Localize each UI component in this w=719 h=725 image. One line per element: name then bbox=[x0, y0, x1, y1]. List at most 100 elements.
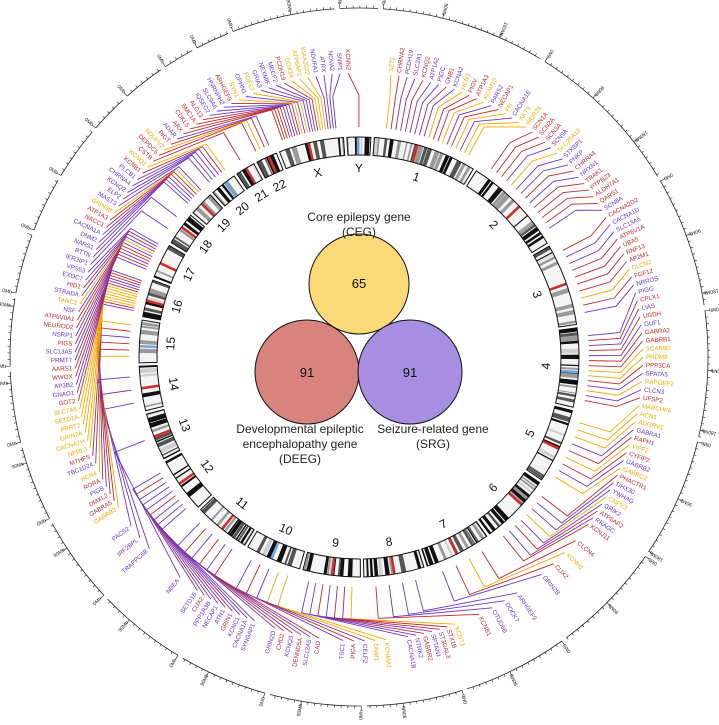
venn-srg-abbr: (SRG) bbox=[416, 437, 450, 451]
venn-deeg-title-line2: encephalopathy gene bbox=[243, 437, 358, 451]
gene-link-line bbox=[585, 398, 640, 407]
chromosome-label: X bbox=[312, 165, 323, 180]
scale-tick-label: 0Mb bbox=[6, 441, 17, 449]
scale-arc-8: 0Mb 90Mb bbox=[367, 690, 470, 718]
scale-tick-label: 0Mb bbox=[83, 117, 94, 128]
chromosome-label: 8 bbox=[385, 534, 394, 549]
scale-tick-label: 90Mb bbox=[401, 705, 409, 718]
chromosome-22 bbox=[257, 153, 283, 178]
gene-link-line bbox=[469, 127, 526, 155]
scale-tick-label: 0Mb bbox=[701, 440, 712, 448]
gene-label: CUX2 bbox=[553, 564, 570, 581]
gene-link-line bbox=[333, 74, 340, 129]
gene-link-line bbox=[405, 80, 423, 131]
gene-label: KCNMA1 bbox=[383, 642, 392, 669]
scale-tick-label: 0Mb bbox=[0, 364, 6, 370]
chromosome-2 bbox=[467, 171, 548, 253]
chromosome-label: 15 bbox=[163, 336, 178, 351]
gene-label: SPATA5 bbox=[645, 370, 668, 378]
gene-link-line bbox=[456, 564, 554, 595]
scale-tick-label: 0Mb bbox=[336, 0, 343, 5]
gene-label: SLC13A5 bbox=[45, 348, 72, 355]
gene-label: AARS1 bbox=[52, 365, 73, 373]
scale-tick-label: 0Mb bbox=[225, 18, 234, 29]
scale-arc-15: 0Mb 90Mb bbox=[0, 298, 15, 370]
scale-arc-16: 0Mb bbox=[2, 233, 32, 295]
chromosome-label: 17 bbox=[180, 265, 199, 283]
gene-label: SNIP1 bbox=[335, 53, 343, 72]
chromosome-label: 6 bbox=[486, 480, 501, 495]
gene-label: OTUD6B bbox=[490, 609, 508, 634]
scale-tick-label: 0Mb bbox=[461, 693, 470, 704]
chromosome-9 bbox=[303, 552, 360, 577]
scale-tick-label: 90Mb bbox=[592, 84, 605, 97]
gene-label: GRIN2D bbox=[264, 630, 278, 655]
scale-tick-label: 0Mb bbox=[380, 0, 387, 5]
chromosome-label: 5 bbox=[522, 427, 538, 439]
gene-label: NEUROD2 bbox=[43, 321, 74, 331]
gene-link-line bbox=[588, 365, 643, 384]
gene-link-line bbox=[75, 257, 146, 352]
scale-tick-label: 0Mb bbox=[155, 54, 166, 66]
scale-tick-label: 0Mb bbox=[359, 710, 365, 720]
gene-link-line bbox=[97, 349, 129, 501]
chromosome-label: 3 bbox=[529, 289, 545, 300]
gene-link-line bbox=[572, 239, 617, 270]
gene-link-line bbox=[563, 453, 627, 479]
gene-label: CLCN4 bbox=[576, 540, 596, 559]
scale-arc-13: 0Mb 90Mb bbox=[11, 448, 49, 528]
scale-tick-label: 90Mb bbox=[509, 672, 520, 686]
scale-tick-label: 0Mb bbox=[36, 518, 48, 528]
scale-tick-label: 90Mb bbox=[679, 497, 693, 508]
gene-link-line bbox=[559, 460, 623, 486]
gene-link-line bbox=[579, 262, 626, 291]
scale-tick-label: 0Mb bbox=[258, 696, 266, 707]
scale-tick-label: 90Mb bbox=[440, 3, 449, 17]
scale-tick-label: 90Mb bbox=[0, 301, 12, 309]
scale-tick-label: 90Mb bbox=[11, 461, 25, 471]
chromosome-label: 1 bbox=[411, 169, 422, 184]
scale-tick-label: 0Mb bbox=[544, 48, 554, 60]
gene-label: DNM1 bbox=[372, 643, 380, 661]
chromosome-label: 22 bbox=[271, 176, 289, 194]
chromosome-label: 2 bbox=[486, 217, 501, 232]
chromosome-y bbox=[347, 137, 371, 155]
gene-label: PRMT7 bbox=[51, 357, 73, 364]
scale-tick-label: 90Mb bbox=[284, 0, 292, 13]
scale-tick-label: 180Mb bbox=[497, 21, 509, 38]
gene-link-line bbox=[589, 333, 642, 361]
chromosome-label: 16 bbox=[169, 298, 186, 315]
gene-link-lines bbox=[75, 73, 643, 641]
gene-label: NSRP1 bbox=[52, 331, 74, 340]
chromosome-label: Y bbox=[355, 161, 363, 175]
venn-ceg-count: 65 bbox=[352, 276, 366, 291]
scale-tick-label: 90Mb bbox=[200, 673, 211, 687]
gene-label: NSF bbox=[63, 306, 77, 315]
scale-arc-20: 0Mb bbox=[115, 69, 160, 96]
gene-label: PRDM8 bbox=[646, 354, 668, 361]
chromosome-label: 14 bbox=[166, 376, 182, 392]
gene-label: LIAS bbox=[641, 303, 655, 312]
scale-tick-label: 90Mb bbox=[687, 227, 701, 237]
gene-link-line bbox=[442, 102, 484, 143]
gene-label: SCARB2 bbox=[646, 345, 672, 353]
venn-ceg-abbr: (CEG) bbox=[342, 225, 376, 239]
gene-link-line bbox=[348, 73, 359, 127]
gene-link-line bbox=[566, 224, 610, 257]
chromosome-16 bbox=[143, 280, 170, 320]
gene-label: NBEA bbox=[165, 577, 182, 595]
gene-link-line bbox=[569, 232, 614, 264]
chromosome-label: 20 bbox=[233, 199, 252, 218]
scale-tick-label: 90Mb bbox=[607, 602, 620, 615]
venn-deeg-count: 91 bbox=[300, 365, 314, 380]
venn-srg-count: 91 bbox=[403, 365, 417, 380]
chromosome-4 bbox=[556, 328, 579, 407]
scale-tick-label: 180Mb bbox=[703, 287, 719, 296]
